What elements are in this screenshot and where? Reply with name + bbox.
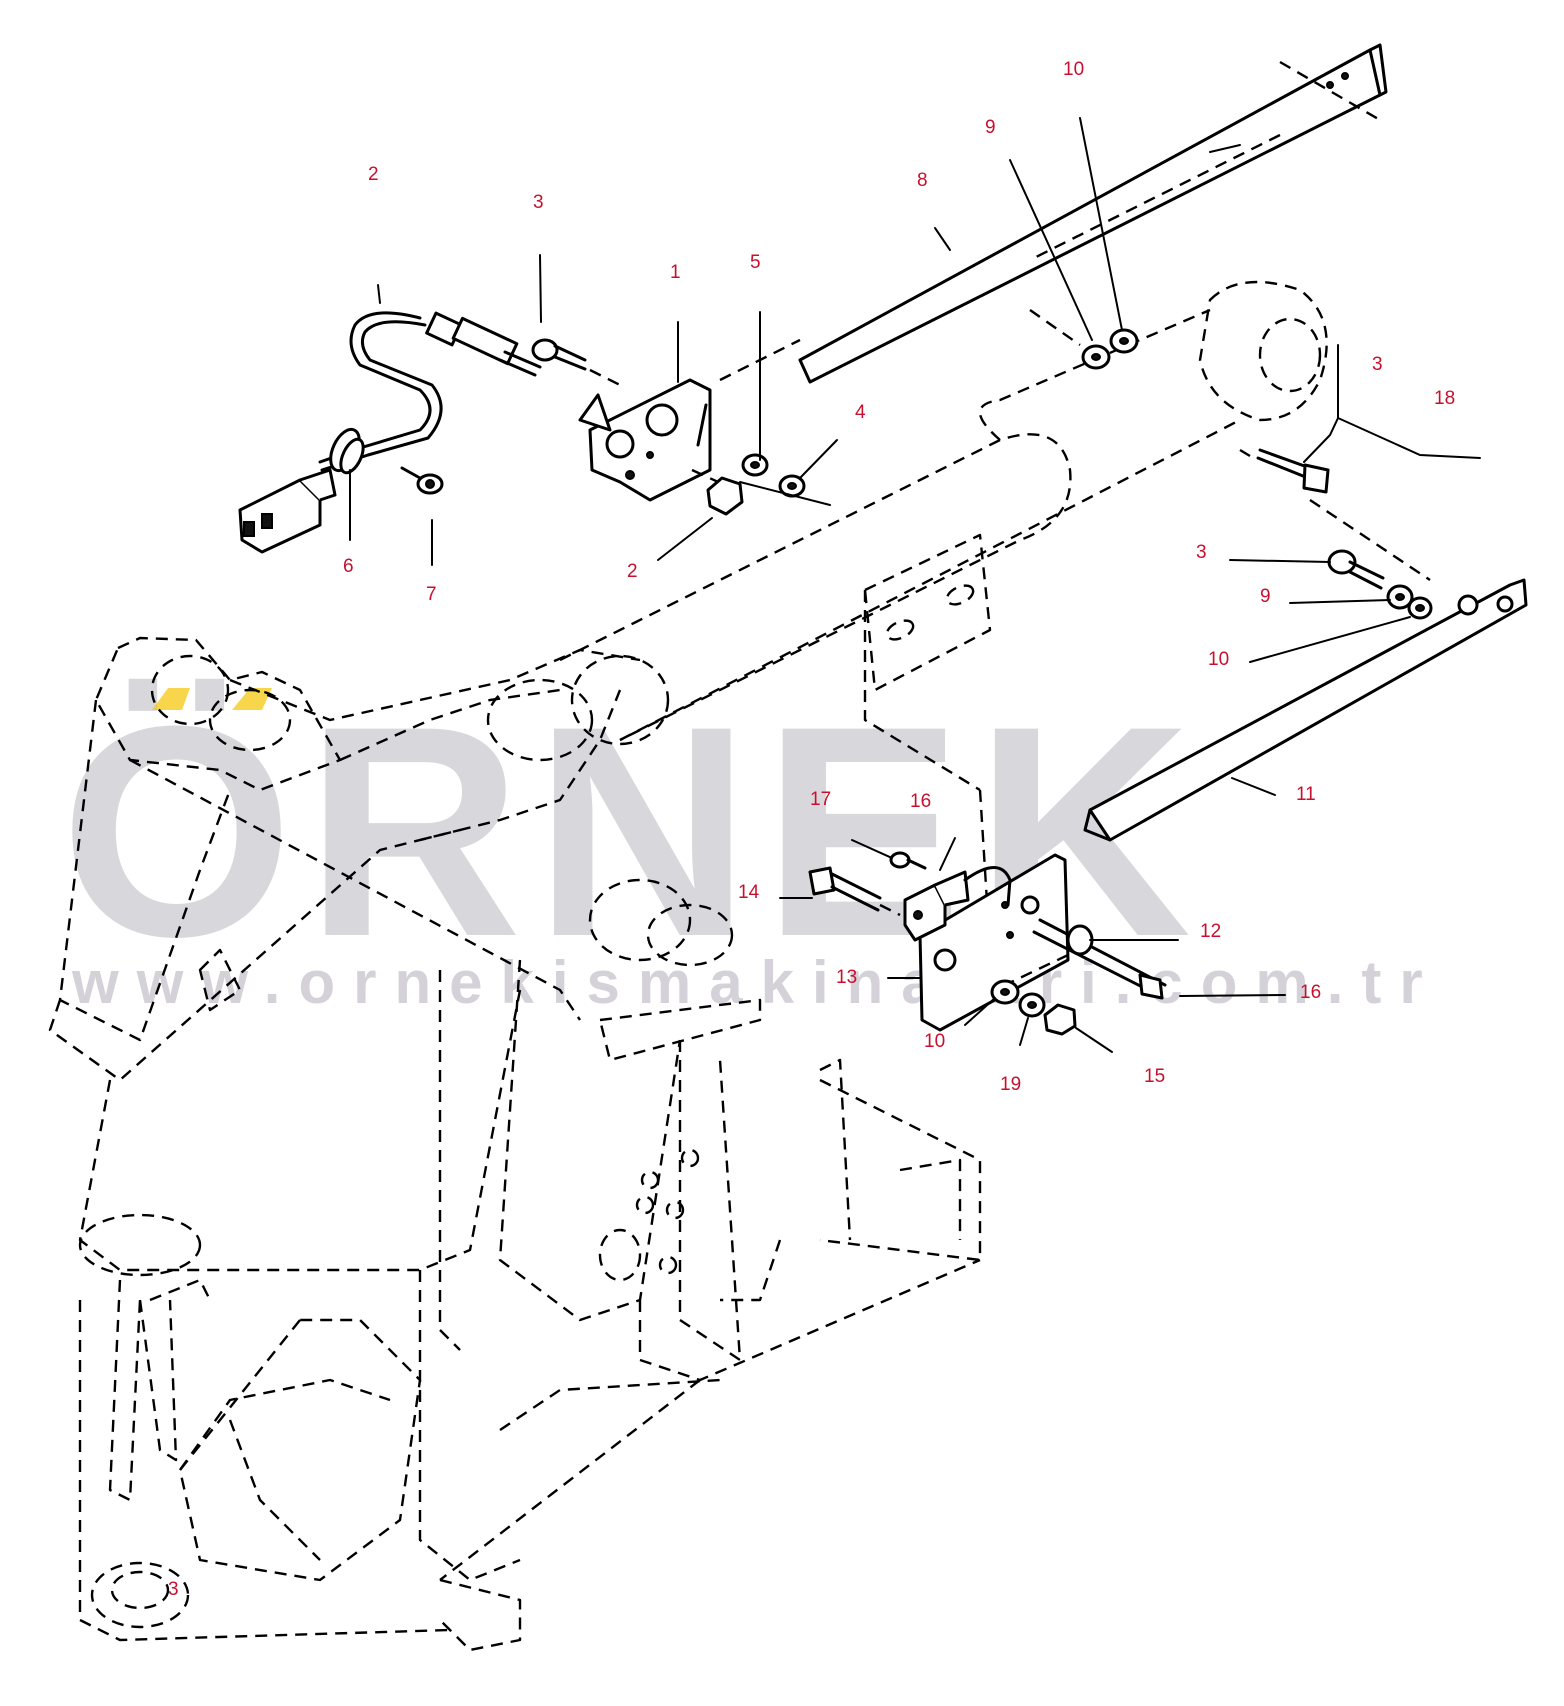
part-2-proximity-sensor	[238, 311, 542, 554]
callout-9: 9	[1260, 586, 1271, 607]
watermark-umlaut-left	[152, 688, 190, 710]
callout-2: 2	[368, 164, 379, 185]
callout-2: 2	[627, 561, 638, 582]
callout-7: 7	[426, 584, 437, 605]
callout-18: 18	[1434, 388, 1455, 409]
callout-3: 3	[1196, 542, 1207, 563]
callout-10: 10	[1063, 59, 1084, 80]
callout-11: 11	[1296, 784, 1316, 805]
callout-3: 3	[1372, 354, 1383, 375]
washers-9-10-upper	[1081, 328, 1139, 370]
bolt-3-cylinder	[1239, 448, 1431, 581]
callout-16: 16	[1300, 982, 1321, 1003]
part-1-sensor-bracket	[531, 338, 831, 561]
callout-15: 15	[1144, 1066, 1165, 1087]
callout-3: 3	[168, 1579, 179, 1600]
callout-19: 19	[1000, 1074, 1021, 1095]
callout-10: 10	[924, 1031, 945, 1052]
callout-10: 10	[1208, 649, 1229, 670]
part-11-link-rod	[1083, 578, 1528, 842]
callout-17: 17	[810, 789, 831, 810]
callout-9: 9	[985, 117, 996, 138]
backhoe-frame-outline	[48, 280, 1328, 1652]
part-8-link-rod	[798, 43, 1388, 384]
callout-labels: 2 3 1 5 4 2 6 7 8 9 10 3 18 3 9 10 11 17…	[168, 59, 1455, 1600]
callout-4: 4	[855, 402, 866, 423]
part-13-sensor-plate	[808, 851, 1167, 1036]
callout-13: 13	[836, 967, 857, 988]
watermark-url: www.ornekismakinalari.com.tr	[71, 949, 1441, 1016]
bolt-3-washers-mid	[1327, 549, 1433, 620]
callout-3: 3	[533, 192, 544, 213]
callout-5: 5	[750, 252, 761, 273]
callout-14: 14	[738, 882, 760, 903]
callout-6: 6	[343, 556, 354, 577]
callout-8: 8	[917, 170, 928, 191]
leader-lines	[349, 117, 1481, 1053]
watermark-umlaut-right	[232, 688, 272, 710]
callout-1: 1	[670, 262, 681, 283]
callout-12: 12	[1200, 921, 1221, 942]
watermark: ÖRNEK www.ornekismakinalari.com.tr	[60, 663, 1441, 1016]
callout-16: 16	[910, 791, 931, 812]
